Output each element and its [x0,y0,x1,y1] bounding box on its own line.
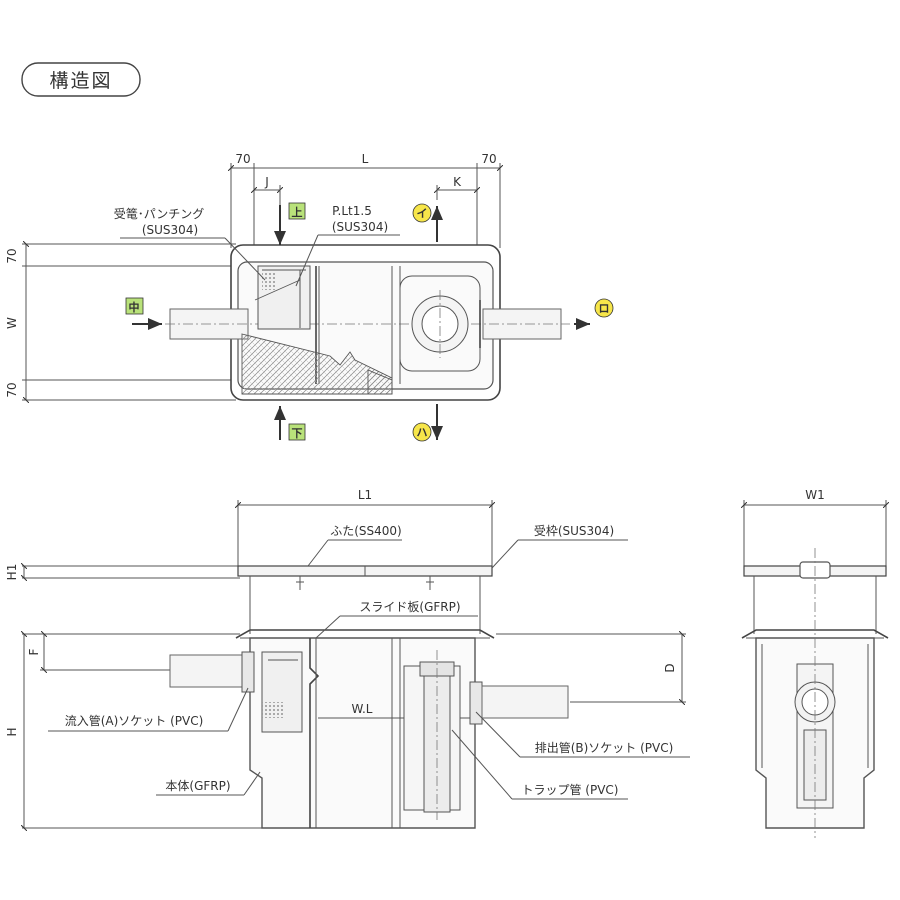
label-body: 本体(GFRP) [165,779,230,793]
dim-margin-bottom: 70 [5,382,19,397]
marker-ha-text: ハ [417,426,428,439]
marker-ro [594,298,614,318]
marker-ro-text: ロ [599,302,610,315]
side-view: L1 H1 F H D [5,488,690,828]
label-inlet-socket: 流入管(A)ソケット (PVC) [65,713,204,728]
slide-plate-side [309,638,320,828]
marker-inlet [125,297,144,315]
label-outlet-socket: 排出管(B)ソケット (PVC) [535,740,674,755]
trap-circle-inner [421,305,459,343]
dim-d: D [663,663,677,672]
inlet-pipe-side [169,654,243,688]
dim-margin-left: 70 [235,152,250,166]
floor-hatch-left [241,333,393,395]
dim-width: W [5,317,19,329]
outlet-pipe-side [481,685,569,719]
dim-w1: W1 [805,488,825,502]
label-basket-2: (SUS304) [142,223,198,237]
label-basket-1: 受篭･パンチング [114,206,205,221]
marker-i [412,203,432,223]
top-view: 70 L 70 J K 70 W 70 [5,152,614,442]
label-frame: 受枠(SUS304) [534,524,614,538]
label-slide: スライド板(GFRP) [359,600,460,614]
dim-l1: L1 [358,488,372,502]
label-lid: ふた(SS400) [330,524,402,538]
marker-down-text: 下 [292,427,303,440]
dim-h: H [5,727,19,736]
title-frame [21,62,141,97]
marker-ha [412,422,432,442]
dim-length: L [362,152,369,166]
dim-f: F [27,648,41,655]
marker-inlet-text: 中 [129,300,140,314]
basket-side [261,651,303,733]
marker-down [288,423,306,441]
title-badge: 構造図 [21,62,141,97]
marker-up-text: 上 [292,205,303,219]
label-plate-2: (SUS304) [332,220,388,234]
label-trap: トラップ管 (PVC) [521,782,618,797]
dim-j: J [264,175,269,189]
label-plate-1: P.Lt1.5 [332,204,372,218]
end-view: W1 [742,488,888,838]
dim-margin-right: 70 [481,152,496,166]
marker-up [288,202,306,220]
marker-i-text: イ [417,207,428,220]
page-title: 構造図 [49,70,112,92]
dim-k: K [453,175,462,189]
dim-margin-top: 70 [5,248,19,263]
dim-h1: H1 [5,564,19,581]
water-line-label: W.L [352,702,373,716]
